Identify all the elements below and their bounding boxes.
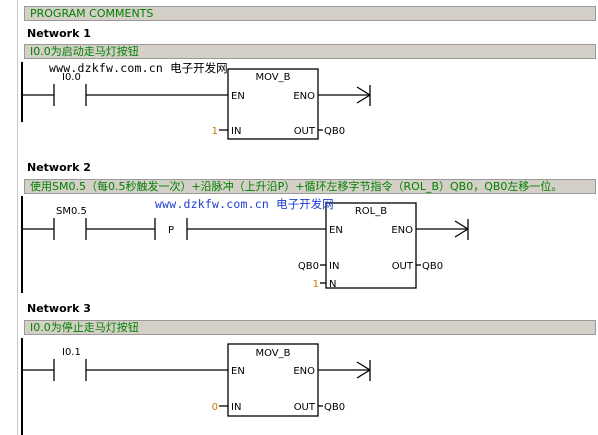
n1-contact-address: I0.0 [62, 72, 81, 83]
n1-in-pin: IN [231, 126, 241, 137]
left-margin-border [17, 0, 18, 435]
network-3-comment-text: I0.0为停止走马灯按钮 [30, 321, 139, 334]
program-comments-bar[interactable]: PROGRAM COMMENTS [24, 6, 596, 21]
network-1-comment-text: I0.0为启动走马灯按钮 [30, 45, 139, 58]
n2-out-pin: OUT [392, 261, 414, 272]
watermark-2-cn: 电子开发网 [276, 197, 334, 211]
watermark-1-cn: 电子开发网 [170, 61, 228, 75]
network-1-comment[interactable]: I0.0为启动走马灯按钮 [24, 44, 596, 59]
n3-in-pin: IN [231, 402, 241, 413]
n3-eno-pin: ENO [293, 366, 315, 377]
n3-out-pin: OUT [294, 402, 316, 413]
n3-out-value[interactable]: QB0 [324, 402, 345, 413]
n2-eno-pin: ENO [391, 225, 413, 236]
network-2-label[interactable]: Network 2 [27, 161, 91, 174]
n2-contact-address: SM0.5 [56, 206, 87, 217]
network-3-label[interactable]: Network 3 [27, 302, 91, 315]
n1-box-title: MOV_B [255, 72, 290, 83]
n2-in-pin: IN [329, 261, 339, 272]
n3-en-pin: EN [231, 366, 245, 377]
n2-n-pin: N [329, 279, 336, 290]
network-2-power-rail [21, 196, 23, 293]
n2-in-value[interactable]: QB0 [298, 261, 319, 272]
n1-out-value[interactable]: QB0 [324, 126, 345, 137]
n2-n-value[interactable]: 1 [313, 279, 319, 290]
network-1-power-rail [21, 62, 23, 122]
watermark-2: www.dzkfw.com.cn 电子开发网 [155, 196, 334, 212]
n3-contact-address: I0.1 [62, 347, 81, 358]
n2-out-value[interactable]: QB0 [422, 261, 443, 272]
n1-en-pin: EN [231, 91, 245, 102]
watermark-1-url: www.dzkfw.com.cn [49, 61, 163, 75]
network-2-comment[interactable]: 使用SM0.5（每0.5秒触发一次）+沿脉冲（上升沿P）+循环左移字节指令（RO… [24, 179, 596, 194]
n1-out-pin: OUT [294, 126, 316, 137]
program-comments-text: PROGRAM COMMENTS [30, 7, 154, 20]
n3-box-title: MOV_B [255, 348, 290, 359]
n1-eno-pin: ENO [293, 91, 315, 102]
n2-en-pin: EN [329, 225, 343, 236]
left-margin [0, 0, 18, 435]
network-3-power-rail [21, 338, 23, 435]
n2-box-title: ROL_B [355, 206, 387, 217]
n3-in-value[interactable]: 0 [212, 402, 218, 413]
n2-p-contact-label: P [168, 225, 174, 236]
n1-in-value[interactable]: 1 [212, 126, 218, 137]
network-1-label[interactable]: Network 1 [27, 27, 91, 40]
network-3-comment[interactable]: I0.0为停止走马灯按钮 [24, 320, 596, 335]
watermark-1: www.dzkfw.com.cn 电子开发网 [49, 60, 228, 76]
network-2-comment-text: 使用SM0.5（每0.5秒触发一次）+沿脉冲（上升沿P）+循环左移字节指令（RO… [30, 180, 563, 193]
watermark-2-url: www.dzkfw.com.cn [155, 197, 269, 211]
